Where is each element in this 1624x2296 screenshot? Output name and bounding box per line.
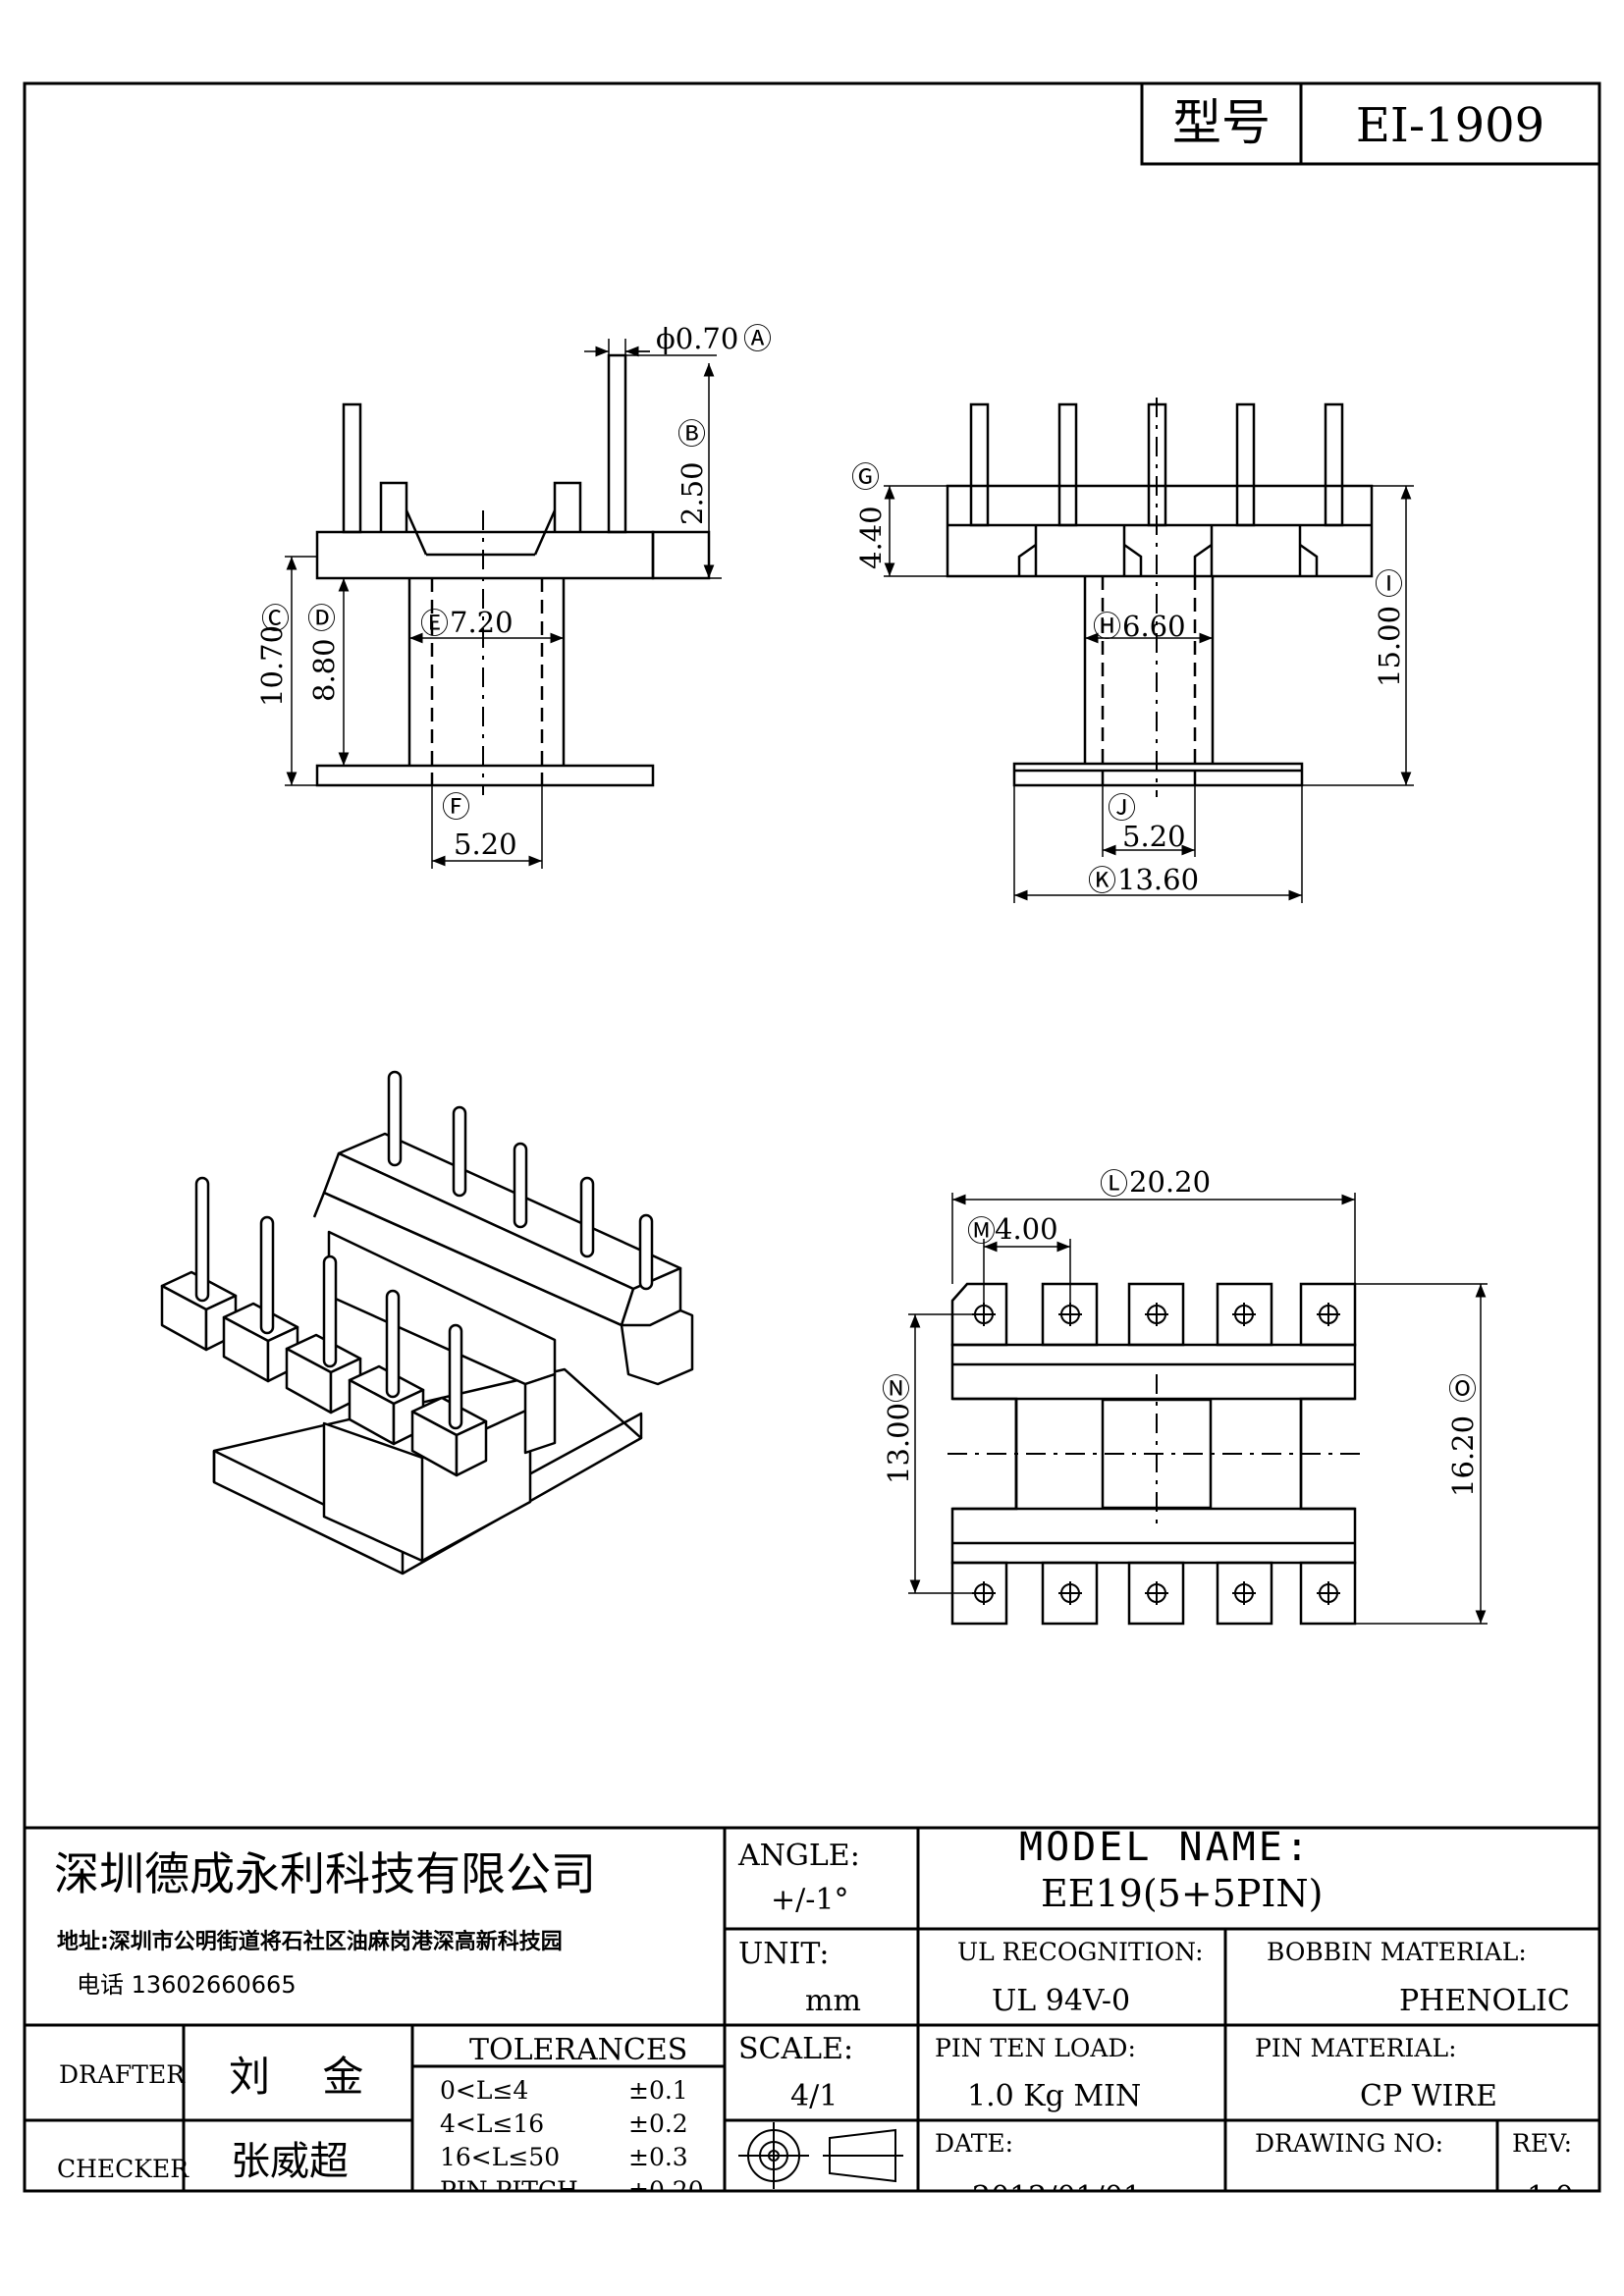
title-block — [25, 1826, 1599, 2191]
back-pins — [387, 1070, 654, 1291]
projection-symbol-icon — [738, 2122, 903, 2189]
side-view-labels: Ⓖ 4.40 Ⓗ 6.60 Ⓘ 15.00 Ⓙ 5.20 Ⓚ 13.60 — [851, 460, 1406, 897]
svg-text:4.40: 4.40 — [854, 506, 888, 569]
svg-text:8.80: 8.80 — [307, 638, 341, 702]
svg-text:5.20: 5.20 — [454, 828, 517, 861]
drafter-label: DRAFTER — [59, 2060, 186, 2089]
model-value: EI-1909 — [1356, 98, 1544, 153]
svg-text:Ⓕ: Ⓕ — [442, 790, 470, 824]
model-name-value: EE19(5+5PIN) — [1041, 1872, 1324, 1915]
svg-text:Ⓝ: Ⓝ — [882, 1372, 910, 1406]
pin-load-value: 1.0 Kg MIN — [967, 2079, 1141, 2113]
bottom-view-dims — [908, 1193, 1488, 1625]
svg-text:2.50: 2.50 — [676, 461, 709, 525]
company-name: 深圳德成永利科技有限公司 — [54, 1847, 596, 1900]
front-view — [285, 339, 722, 869]
tol-value-2: ±0.3 — [628, 2143, 688, 2171]
svg-text:Ⓖ: Ⓖ — [851, 460, 880, 494]
checker-value: 张威超 — [231, 2139, 349, 2184]
ul-value: UL 94V-0 — [992, 1984, 1130, 2018]
svg-text:13.00: 13.00 — [882, 1403, 915, 1484]
front-pin-blocks — [160, 1176, 488, 1477]
tol-range-3: PIN PITCH — [440, 2176, 578, 2205]
tol-range-1: 4<L≤16 — [440, 2109, 544, 2138]
pin-material-value: CP WIRE — [1360, 2079, 1497, 2113]
svg-text:ϕ0.70: ϕ0.70 — [656, 322, 738, 355]
ul-label: UL RECOGNITION: — [957, 1938, 1204, 1966]
model-label: 型号 — [1172, 94, 1271, 151]
tol-value-0: ±0.1 — [628, 2076, 688, 2105]
svg-text:Ⓒ: Ⓒ — [261, 602, 290, 635]
isometric-view — [160, 1070, 694, 1575]
svg-text:13.60: 13.60 — [1117, 863, 1199, 896]
date-label: DATE: — [935, 2129, 1013, 2158]
side-view — [884, 398, 1414, 903]
bottom-view — [947, 1282, 1360, 1626]
svg-text:Ⓜ: Ⓜ — [967, 1214, 996, 1248]
pin-material-label: PIN MATERIAL: — [1255, 2034, 1457, 2062]
unit-label: UNIT: — [738, 1937, 829, 1971]
bobbin-label: BOBBIN MATERIAL: — [1267, 1938, 1527, 1966]
rev-label: REV: — [1512, 2129, 1572, 2158]
svg-text:5.20: 5.20 — [1122, 820, 1186, 853]
svg-text:20.20: 20.20 — [1129, 1165, 1211, 1199]
svg-text:Ⓐ: Ⓐ — [743, 322, 772, 355]
model-name-label: MODEL NAME: — [1019, 1825, 1312, 1870]
scale-value: 4/1 — [790, 2079, 838, 2113]
svg-text:6.60: 6.60 — [1122, 610, 1186, 643]
svg-text:Ⓔ: Ⓔ — [420, 607, 449, 640]
sheet-border — [23, 81, 1601, 2193]
svg-text:16.20: 16.20 — [1446, 1415, 1480, 1497]
company-phone: 电话 13602660665 — [77, 1971, 297, 1999]
tolerances-label: TOLERANCES — [469, 2033, 687, 2067]
svg-text:4.00: 4.00 — [995, 1212, 1058, 1246]
bottom-view-pin-holes — [972, 1303, 1340, 1605]
svg-text:Ⓛ: Ⓛ — [1100, 1167, 1128, 1201]
company-address: 地址:深圳市公明街道将石社区油麻岗港深高新科技园 — [57, 1929, 563, 1954]
unit-value: mm — [805, 1984, 861, 2018]
angle-value: +/-1° — [771, 1883, 848, 1917]
svg-text:Ⓙ: Ⓙ — [1108, 791, 1136, 825]
drafter-value: 刘 金 — [229, 2053, 383, 2101]
angle-label: ANGLE: — [737, 1839, 860, 1873]
svg-text:Ⓘ: Ⓘ — [1375, 567, 1403, 601]
date-value: 2012/01/01 — [972, 2180, 1142, 2215]
tolerances-table: 0<L≤4 ±0.1 4<L≤16 ±0.2 16<L≤50 ±0.3 PIN … — [440, 2076, 704, 2205]
tol-value-3: ±0.20 — [628, 2176, 704, 2205]
tol-value-1: ±0.2 — [628, 2109, 688, 2138]
svg-text:7.20: 7.20 — [450, 606, 514, 639]
front-view-labels: ϕ0.70 Ⓐ Ⓑ 2.50 Ⓒ 10.70 Ⓓ 8.80 Ⓔ 7.20 Ⓕ 5… — [255, 322, 772, 861]
drawing-no-label: DRAWING NO: — [1255, 2129, 1443, 2158]
svg-text:Ⓚ: Ⓚ — [1088, 864, 1116, 897]
svg-text:15.00: 15.00 — [1373, 606, 1406, 687]
svg-text:Ⓓ: Ⓓ — [307, 602, 336, 635]
svg-text:Ⓑ: Ⓑ — [677, 417, 706, 451]
svg-text:Ⓞ: Ⓞ — [1448, 1372, 1477, 1406]
tol-range-2: 16<L≤50 — [440, 2143, 560, 2171]
model-header: 型号 EI-1909 — [1140, 81, 1601, 166]
rev-value: 1.0 — [1527, 2180, 1574, 2215]
svg-text:Ⓗ: Ⓗ — [1093, 610, 1121, 643]
bobbin-value: PHENOLIC — [1399, 1984, 1570, 2018]
checker-label: CHECKER — [57, 2155, 189, 2183]
pin-load-label: PIN TEN LOAD: — [935, 2034, 1136, 2062]
bottom-view-labels: Ⓛ 20.20 Ⓜ 4.00 Ⓝ 13.00 Ⓞ 16.20 — [882, 1165, 1480, 1497]
tol-range-0: 0<L≤4 — [440, 2076, 528, 2105]
svg-text:10.70: 10.70 — [255, 625, 289, 707]
scale-label: SCALE: — [738, 2032, 853, 2066]
